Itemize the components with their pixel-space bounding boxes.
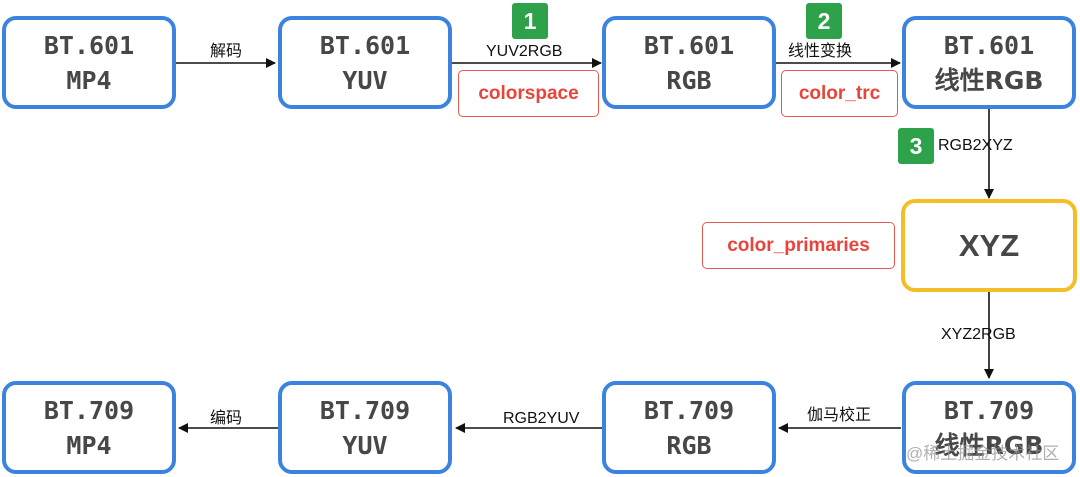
node-bt601-mp4: BT.601 MP4 <box>2 16 176 109</box>
param-colorspace: colorspace <box>458 70 599 117</box>
edge-label-rgb2xyz: RGB2XYZ <box>938 137 1013 154</box>
edge-label-rgb2yuv: RGB2YUV <box>503 410 580 427</box>
watermark: @稀土掘金技术社区 <box>906 444 1060 463</box>
node-line-format: YUV <box>342 65 388 95</box>
node-bt709-rgb: BT.709 RGB <box>602 381 776 474</box>
node-bt601-yuv: BT.601 YUV <box>278 16 452 109</box>
node-bt601-rgb: BT.601 RGB <box>602 16 776 109</box>
node-line-standard: BT.601 <box>943 30 1035 60</box>
node-line-format: RGB <box>666 430 712 460</box>
node-line-standard: BT.601 <box>643 30 735 60</box>
node-line-format: 线性RGB <box>934 65 1044 95</box>
node-xyz: XYZ <box>901 199 1077 292</box>
node-line-standard: BT.709 <box>943 395 1035 425</box>
edge-label-decode: 解码 <box>210 43 243 60</box>
node-line-standard: BT.601 <box>319 30 411 60</box>
param-color-primaries: color_primaries <box>702 222 895 269</box>
node-bt709-yuv: BT.709 YUV <box>278 381 452 474</box>
step-badge-1: 1 <box>512 3 548 39</box>
edge-label-gamma: 伽马校正 <box>807 407 872 424</box>
node-line-format: MP4 <box>66 65 112 95</box>
node-bt601-linear-rgb: BT.601 线性RGB <box>902 16 1076 109</box>
node-line-format: MP4 <box>66 430 112 460</box>
node-bt709-linear-rgb: BT.709 线性RGB <box>902 381 1076 474</box>
edge-label-yuv2rgb: YUV2RGB <box>486 43 563 60</box>
node-bt709-mp4: BT.709 MP4 <box>2 381 176 474</box>
node-line-standard: BT.709 <box>643 395 735 425</box>
node-line-format: 线性RGB <box>934 430 1044 460</box>
node-line-label: XYZ <box>958 228 1020 263</box>
step-badge-2: 2 <box>806 3 842 39</box>
node-line-standard: BT.709 <box>319 395 411 425</box>
node-line-standard: BT.709 <box>43 395 135 425</box>
edge-label-encode: 编码 <box>210 410 243 427</box>
node-line-format: RGB <box>666 65 712 95</box>
node-line-format: YUV <box>342 430 388 460</box>
node-line-standard: BT.601 <box>43 30 135 60</box>
param-color-trc: color_trc <box>781 70 898 117</box>
edge-label-xyz2rgb: XYZ2RGB <box>941 326 1016 343</box>
edge-label-linearize: 线性变换 <box>788 43 853 60</box>
step-badge-3: 3 <box>898 128 934 164</box>
